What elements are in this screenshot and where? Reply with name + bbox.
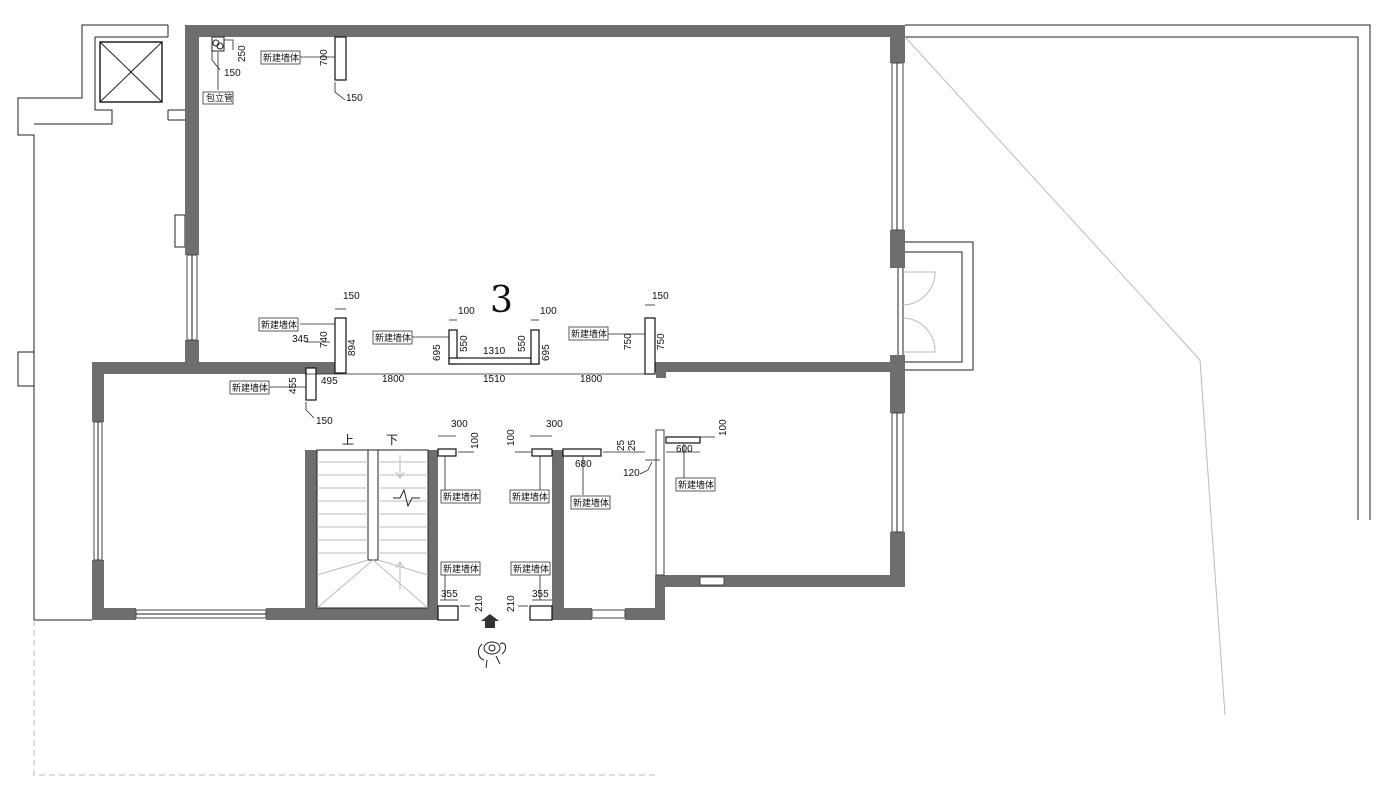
person-figure-icon xyxy=(477,641,507,669)
new-walls xyxy=(305,36,701,621)
pipe-label: 包立管 xyxy=(206,92,233,104)
dim-left-455: 455 xyxy=(288,377,299,394)
windows xyxy=(93,62,904,619)
new-wall-tag-3: 新建墙体 xyxy=(232,382,268,394)
new-wall-tag-2: 新建墙体 xyxy=(261,319,297,331)
terrace xyxy=(904,24,1371,716)
balcony-bay xyxy=(897,241,974,371)
dim-corr-25-b: 25 xyxy=(627,439,638,451)
dim-span-1800-left: 1800 xyxy=(382,374,405,385)
dim-corr-25-a: 25 xyxy=(616,439,627,451)
new-wall-tag-4: 新建墙体 xyxy=(375,332,411,344)
new-wall-tag-9: 新建墙体 xyxy=(678,479,714,491)
new-wall-tag-8: 新建墙体 xyxy=(573,497,609,509)
dim-pipe-150: 150 xyxy=(224,68,241,79)
dim-bottom-210-right: 210 xyxy=(506,595,517,612)
dim-left-894: 894 xyxy=(347,339,358,356)
dim-corr-600: 600 xyxy=(676,444,693,455)
dim-stair-300: 300 xyxy=(451,419,468,430)
left-outer-outline xyxy=(17,24,655,776)
new-wall-tag-1: 新建墙体 xyxy=(263,52,299,64)
dim-corr-300: 300 xyxy=(546,419,563,430)
dim-left-bottom-150: 150 xyxy=(316,416,333,427)
dim-stair-100: 100 xyxy=(470,432,481,449)
new-wall-tag-7: 新建墙体 xyxy=(512,491,548,503)
dim-span-1800-right: 1800 xyxy=(580,374,603,385)
new-wall-tag-11: 新建墙体 xyxy=(513,563,549,575)
dim-pipe-250: 250 xyxy=(237,45,248,62)
dim-center-550-right: 550 xyxy=(517,335,528,352)
dim-right-750-a: 750 xyxy=(623,333,634,350)
dim-wall1-150: 150 xyxy=(346,93,363,104)
new-wall-tag-10: 新建墙体 xyxy=(443,563,479,575)
entry-arrow-icon xyxy=(481,614,499,628)
stair-up-label: 上 xyxy=(342,433,354,447)
dim-center-100-right: 100 xyxy=(540,306,557,317)
dimension-lines xyxy=(211,39,715,607)
dim-span-1510: 1510 xyxy=(483,374,506,385)
dim-left-345: 345 xyxy=(292,334,309,345)
elevator-shaft-icon xyxy=(99,41,163,103)
pipe-enclosure xyxy=(211,36,225,52)
dim-left-740: 740 xyxy=(319,331,330,348)
dim-left-495: 495 xyxy=(321,376,338,387)
dim-center-695-left: 695 xyxy=(432,344,443,361)
new-wall-tag-5: 新建墙体 xyxy=(571,328,607,340)
room-number: 3 xyxy=(490,280,513,321)
new-wall-tag-6: 新建墙体 xyxy=(443,491,479,503)
dim-bottom-210-left: 210 xyxy=(474,595,485,612)
dim-center-100-left: 100 xyxy=(458,306,475,317)
dim-bottom-355-right: 355 xyxy=(532,589,549,600)
dim-corr-120: 120 xyxy=(623,468,640,479)
dim-left-150: 150 xyxy=(343,291,360,302)
main-walls xyxy=(92,25,905,620)
stair-down-label: 下 xyxy=(386,433,398,447)
dim-corr-680: 680 xyxy=(575,459,592,470)
dim-right-750-b: 750 xyxy=(656,333,667,350)
dim-wall1-700: 700 xyxy=(319,49,330,66)
dim-corr-100: 100 xyxy=(506,429,517,446)
dim-right-150: 150 xyxy=(652,291,669,302)
dim-corr-100-right: 100 xyxy=(718,419,729,436)
dim-center-1310: 1310 xyxy=(483,346,506,357)
dim-center-550-left: 550 xyxy=(459,335,470,352)
dim-bottom-355-left: 355 xyxy=(441,589,458,600)
stair xyxy=(316,449,429,609)
dim-center-695-right: 695 xyxy=(541,344,552,361)
